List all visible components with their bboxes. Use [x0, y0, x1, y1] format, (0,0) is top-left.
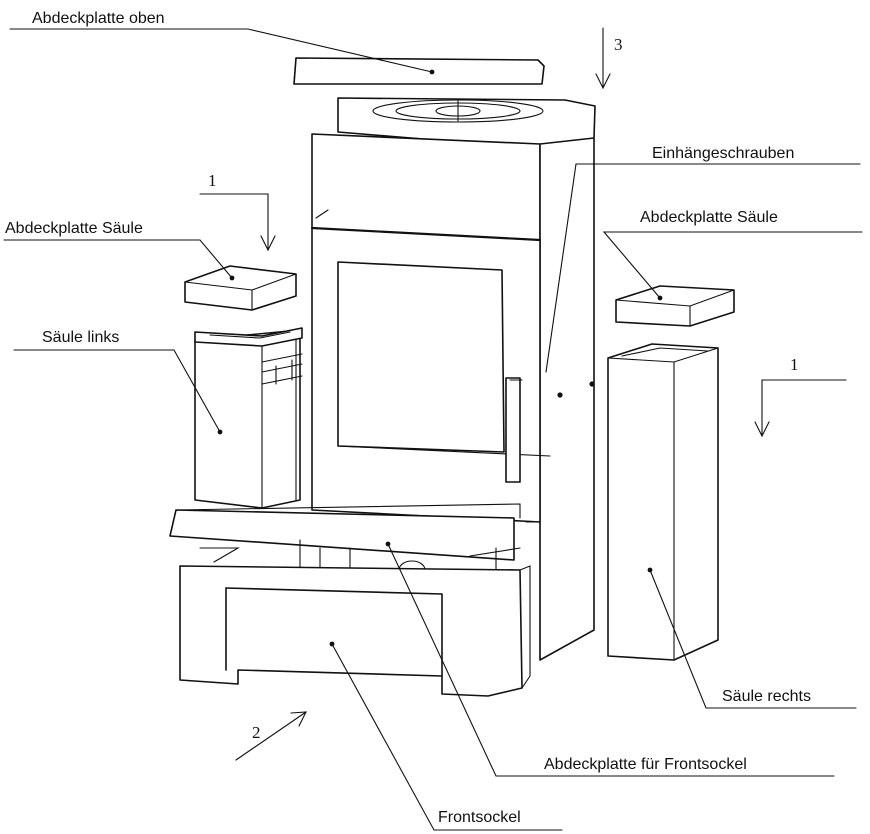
- label-front-base: Frontsockel: [438, 809, 521, 826]
- label-column-cover-left: Abdeckplatte Säule: [5, 220, 143, 237]
- marker-arrow-1-left: 1: [208, 171, 217, 190]
- front-base: [179, 539, 531, 697]
- label-hanging-screws: Einhängeschrauben: [652, 145, 794, 162]
- arrow-2: [235, 711, 307, 761]
- label-cover-top: Abdeckplatte oben: [32, 10, 165, 27]
- left-column-cover: [184, 265, 297, 311]
- marker-arrow-1-right: 1: [790, 355, 799, 374]
- label-front-base-cover: Abdeckplatte für Frontsockel: [544, 756, 747, 773]
- label-column-left: Säule links: [42, 329, 119, 346]
- arrow-1-right: [754, 379, 847, 438]
- arrow-3: [595, 27, 611, 90]
- leader-lines: [3, 28, 863, 831]
- label-column-cover-right: Abdeckplatte Säule: [640, 209, 778, 226]
- front-base-cover-plate: [169, 503, 521, 561]
- marker-arrow-2: 2: [252, 723, 261, 742]
- label-column-right: Säule rechts: [722, 688, 811, 705]
- left-column: [194, 327, 303, 509]
- marker-arrow-3: 3: [614, 35, 623, 54]
- top-cover-plate: [293, 57, 545, 85]
- right-column: [607, 343, 719, 661]
- arrow-1-left: [199, 193, 276, 252]
- right-column-cover: [615, 285, 735, 327]
- stove-body: [310, 97, 596, 661]
